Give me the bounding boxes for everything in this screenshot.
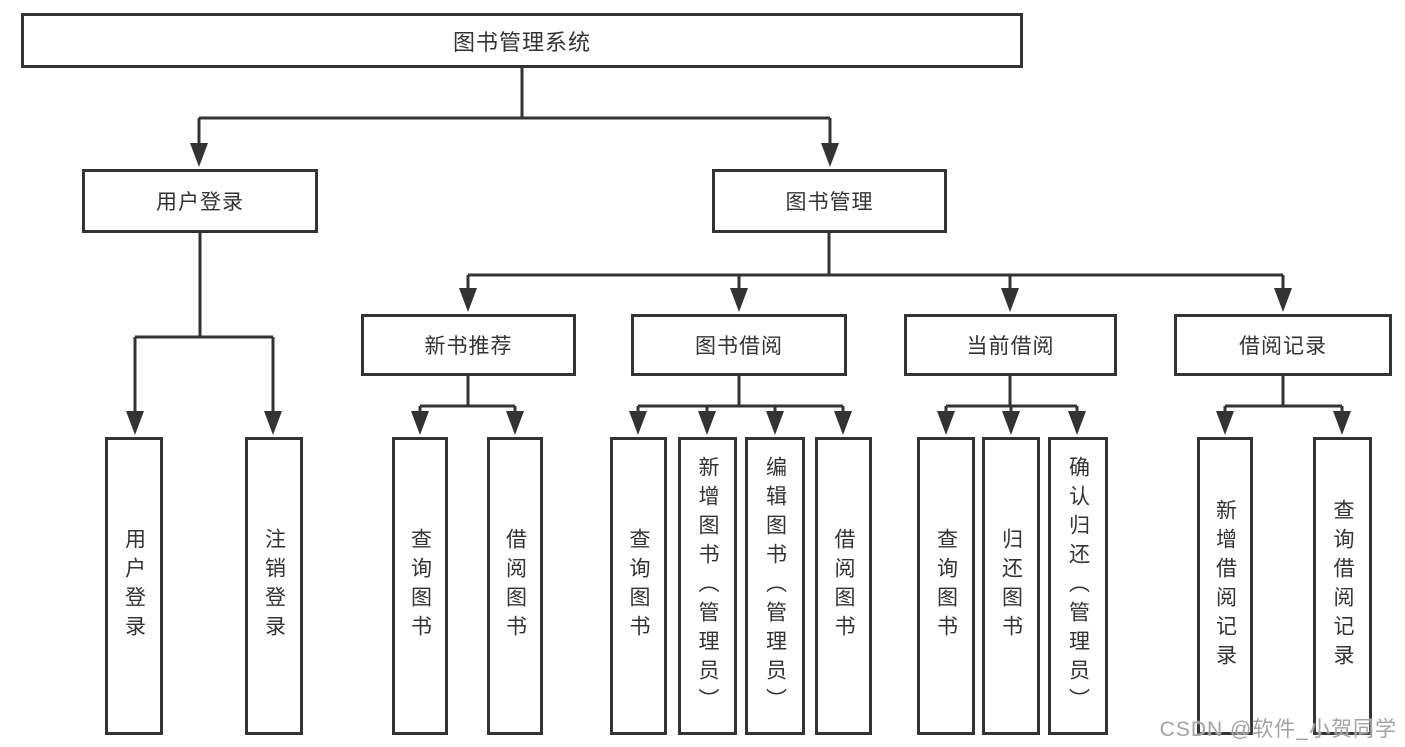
arrowhead [730,288,748,312]
node-library-system: 图书管理系统 [21,13,1023,68]
arrowhead [1216,411,1234,435]
node-add-book-admin: 新增图书（管理员） [678,437,737,735]
node-query-borrow-record-label: 查询借阅记录 [1331,499,1354,673]
arrowhead [1001,288,1019,312]
node-add-borrow-record-label: 新增借阅记录 [1213,499,1237,673]
node-borrow-books-leaf-label: 借阅图书 [832,528,855,644]
node-query-borrow-record: 查询借阅记录 [1313,437,1372,735]
node-user-login-leaf: 用户登录 [105,437,163,735]
node-current-borrow: 当前借阅 [904,314,1117,376]
node-return-book: 归还图书 [982,437,1040,735]
arrowhead [766,411,784,435]
csdn-watermark: CSDN @软件_小贺同学 [1159,718,1397,741]
node-borrow-books-recommend: 借阅图书 [487,437,543,735]
node-new-book-recommend: 新书推荐 [361,314,576,376]
connector-user-login [133,233,275,413]
node-query-books-recommend-label: 查询图书 [408,528,432,644]
arrowhead [937,411,955,435]
node-book-management: 图书管理 [712,169,947,233]
node-edit-book-admin: 编辑图书（管理员） [745,437,805,735]
arrowhead [459,288,477,312]
node-query-books-borrow-label: 查询图书 [627,528,650,644]
node-current-borrow-label: 当前借阅 [966,335,1055,358]
node-return-book-label: 归还图书 [999,528,1023,644]
arrowhead [834,411,852,435]
arrowhead [190,143,208,167]
arrowhead [821,143,839,167]
node-library-system-label: 图书管理系统 [452,29,591,55]
arrowhead [698,411,716,435]
arrowhead [506,411,524,435]
node-query-books-current: 查询图书 [917,437,975,735]
node-borrow-records: 借阅记录 [1174,314,1392,376]
connector-new-book [418,376,517,413]
node-user-login-label: 用户登录 [156,191,244,214]
node-user-login-leaf-label: 用户登录 [122,528,146,644]
node-user-login: 用户登录 [82,169,318,233]
node-edit-book-admin-label: 编辑图书（管理员） [763,455,787,717]
arrowhead [1002,411,1020,435]
node-book-management-label: 图书管理 [785,191,874,214]
node-query-books-borrow: 查询图书 [610,437,667,735]
node-book-borrow: 图书借阅 [631,314,847,376]
connector-borrow-records [1223,376,1344,413]
node-borrow-books-recommend-label: 借阅图书 [503,528,527,644]
node-borrow-books-leaf: 借阅图书 [815,437,872,735]
connector-current-borrow [944,376,1079,413]
arrowhead [126,411,144,435]
node-confirm-return-admin-label: 确认归还（管理员） [1066,455,1090,717]
connector-book-management [466,233,1285,290]
node-logout-leaf: 注销登录 [245,437,303,735]
node-add-book-admin-label: 新增图书（管理员） [696,455,719,717]
connector-root [197,68,832,145]
node-query-books-recommend: 查询图书 [392,437,448,735]
node-book-borrow-label: 图书借阅 [695,335,783,358]
arrowhead [1274,288,1292,312]
arrowhead [1333,411,1351,435]
connector-book-borrow [636,376,845,413]
arrowhead [1068,411,1086,435]
node-new-book-recommend-label: 新书推荐 [424,335,513,358]
node-query-books-current-label: 查询图书 [934,528,958,644]
arrowhead [264,411,282,435]
node-borrow-records-label: 借阅记录 [1239,335,1327,358]
arrowhead [629,411,647,435]
arrowhead [411,411,429,435]
node-add-borrow-record: 新增借阅记录 [1197,437,1253,735]
node-confirm-return-admin: 确认归还（管理员） [1048,437,1108,735]
node-logout-leaf-label: 注销登录 [262,528,286,644]
